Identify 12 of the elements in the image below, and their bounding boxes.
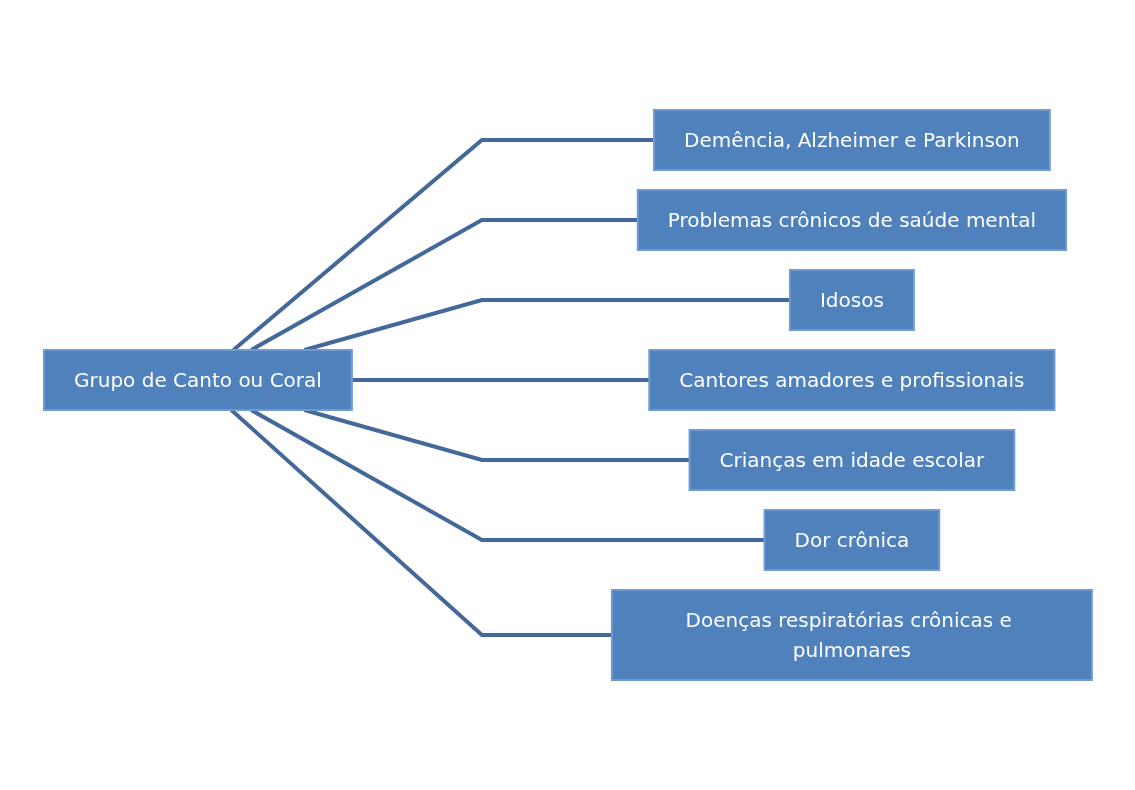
node-box: Cantores amadores e profissionais: [647, 349, 1055, 411]
node-box: Crianças em idade escolar: [688, 429, 1015, 491]
connector: [351, 378, 649, 382]
connector: [303, 298, 790, 352]
connector: [231, 138, 654, 352]
node-box: Grupo de Canto ou Coral: [42, 349, 353, 411]
connector: [249, 218, 638, 352]
node-box: Doenças respiratórias crônicas e pulmonares: [610, 589, 1093, 681]
node-box: Idosos: [788, 269, 915, 331]
node-box: Dor crônica: [763, 509, 940, 571]
node-box: Problemas crônicos de saúde mental: [636, 189, 1067, 251]
node-box: Demência, Alzheimer e Parkinson: [652, 109, 1051, 171]
